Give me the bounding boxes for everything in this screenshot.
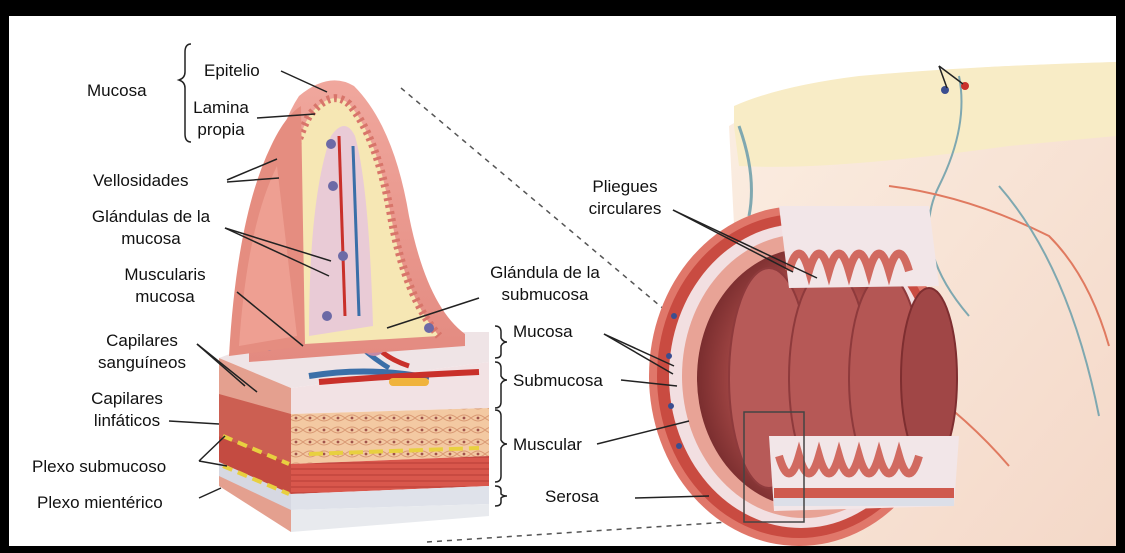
- label-layer-submucosa: Submucosa: [513, 370, 603, 391]
- label-glandulas-mucosa-2: mucosa: [77, 228, 225, 249]
- label-glandula-submucosa-2: submucosa: [475, 284, 615, 305]
- label-layer-serosa: Serosa: [545, 486, 599, 507]
- label-pliegues-circulares-2: circulares: [573, 198, 677, 219]
- label-capilares-sanguineos-1: Capilares: [87, 330, 197, 351]
- label-capilares-linfaticos-2: linfáticos: [77, 410, 177, 431]
- diagram-panel: Mucosa Epitelio Lamina propia Vellosidad…: [9, 16, 1116, 546]
- label-layer-mucosa: Mucosa: [513, 321, 573, 342]
- label-pliegues-circulares-1: Pliegues: [573, 176, 677, 197]
- label-muscularis-1: Muscularis: [105, 264, 225, 285]
- label-capilares-sanguineos-2: sanguíneos: [87, 352, 197, 373]
- label-lamina-propia-2: propia: [189, 119, 253, 140]
- label-plexo-mienterico: Plexo mientérico: [37, 492, 163, 513]
- label-epitelio: Epitelio: [204, 60, 260, 81]
- villi-background: [229, 106, 305, 356]
- label-layer-muscular: Muscular: [513, 434, 582, 455]
- label-muscularis-2: mucosa: [105, 286, 225, 307]
- label-vellosidades: Vellosidades: [93, 170, 188, 191]
- label-mucosa-group: Mucosa: [87, 80, 147, 101]
- label-glandula-submucosa-1: Glándula de la: [475, 262, 615, 283]
- label-plexo-submucoso: Plexo submucoso: [32, 456, 166, 477]
- label-capilares-linfaticos-1: Capilares: [77, 388, 177, 409]
- zoom-line-bottom: [427, 521, 744, 542]
- intestine-tube: [649, 62, 1116, 546]
- label-lamina-propia-1: Lamina: [189, 97, 253, 118]
- label-glandulas-mucosa-1: Glándulas de la: [77, 206, 225, 227]
